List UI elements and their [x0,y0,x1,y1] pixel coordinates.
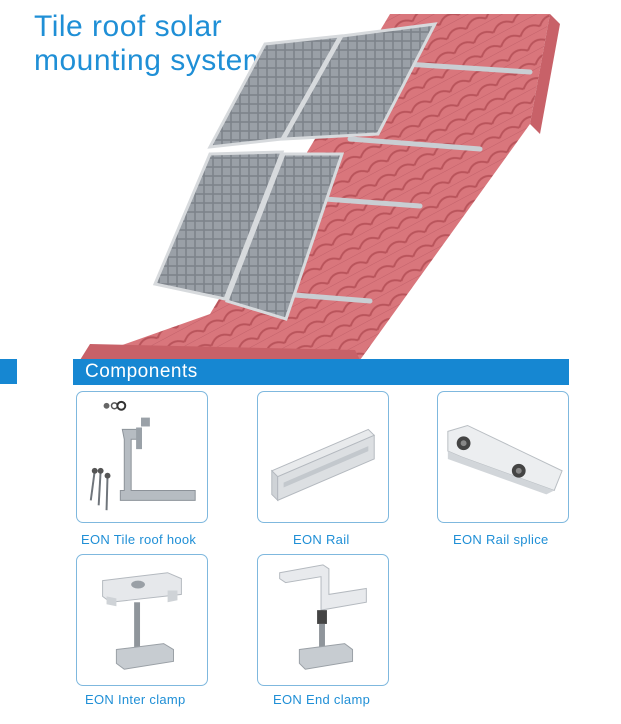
rail-image [270,428,376,502]
end-clamp-image [279,564,367,670]
component-card-end-clamp [257,554,389,686]
component-card-rail [257,391,389,523]
components-header: Components [73,359,569,385]
caption-inter-clamp: EON Inter clamp [85,692,186,707]
component-card-tile-roof-hook [76,391,208,523]
caption-rail: EON Rail [293,532,350,547]
section-side-marker [0,359,17,384]
tile-roof-hook-image [89,400,196,511]
title-line-2: mounting system [34,44,269,77]
title-line-1: Tile roof solar [34,10,223,43]
caption-tile-roof-hook: EON Tile roof hook [81,532,197,547]
component-card-rail-splice [437,391,569,523]
rail-splice-image [447,424,563,495]
component-card-inter-clamp [76,554,208,686]
roof-illustration [60,14,600,360]
page-title: Tile roof solar mounting system [34,10,304,78]
caption-end-clamp: EON End clamp [273,692,371,707]
components-title: Components [85,361,198,382]
caption-rail-splice: EON Rail splice [453,532,549,547]
inter-clamp-image [102,572,182,670]
